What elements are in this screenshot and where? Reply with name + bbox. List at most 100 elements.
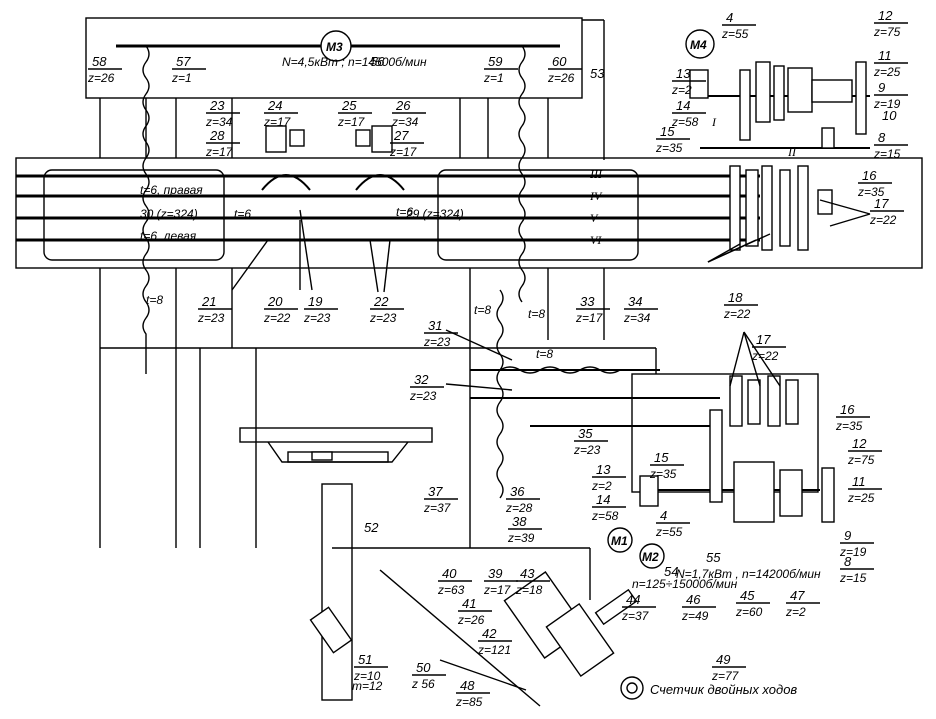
gear-label-top-17-number: 17 bbox=[874, 196, 889, 211]
gear-label-lower-12-number: 12 bbox=[852, 436, 867, 451]
counter-label: Счетчик двойных ходов bbox=[650, 682, 797, 697]
gear-label-bottom-44-number: 44 bbox=[626, 592, 640, 607]
gear-label-top-57-teeth: z=1 bbox=[171, 71, 192, 85]
gear-label-carriage-21-number: 21 bbox=[201, 294, 216, 309]
gear-label-top-15-number: 15 bbox=[660, 124, 675, 139]
gear-label-bottom-54-number: 54 bbox=[664, 564, 678, 579]
gear-label-bottom-40-teeth: z=63 bbox=[437, 583, 465, 597]
lead-screws bbox=[142, 45, 621, 499]
screw-left-label: t=6, левая bbox=[140, 229, 197, 243]
gear-label-lower-15-teeth: z=35 bbox=[649, 467, 677, 481]
gear-label-bottom-38-number: 38 bbox=[512, 514, 527, 529]
leader-lines bbox=[231, 199, 871, 691]
gear-label-bottom-40-number: 40 bbox=[442, 566, 457, 581]
gear-label-top-59-teeth: z=1 bbox=[483, 71, 504, 85]
gear-label-lower-52-number: 52 bbox=[364, 520, 379, 535]
gear-label-top-8-number: 8 bbox=[878, 130, 886, 145]
gear-label-bottom-44-teeth: z=37 bbox=[621, 609, 650, 623]
gear-label-top-9-number: 9 bbox=[878, 80, 885, 95]
gear-label-bottom-47-teeth: z=2 bbox=[785, 605, 806, 619]
gear-label-carriage-28-teeth: z=17 bbox=[205, 145, 234, 159]
gear-label-top-11-teeth: z=25 bbox=[873, 65, 901, 79]
counter-dial bbox=[620, 676, 644, 700]
gear-label-lower-4-number: 4 bbox=[660, 508, 667, 523]
gear-label-bottom-46-number: 46 bbox=[686, 592, 701, 607]
gear-label-lower-12-teeth: z=75 bbox=[847, 453, 875, 467]
gear-label-lower-4-teeth: z=55 bbox=[655, 525, 683, 539]
gear-label-lower-35-number: 35 bbox=[578, 426, 593, 441]
gear-label-carriage-25-teeth: z=17 bbox=[337, 115, 366, 129]
gear-label-carriage-27-number: 27 bbox=[393, 128, 409, 143]
pitch-t6-label: t=6 bbox=[234, 207, 251, 221]
gear-label-bottom-39-number: 39 bbox=[488, 566, 502, 581]
gear-label-top-14-teeth: z=58 bbox=[671, 115, 699, 129]
gear-label-carriage-28-number: 28 bbox=[209, 128, 225, 143]
gear-label-carriage-24-number: 24 bbox=[267, 98, 282, 113]
gear-label-lower-9-teeth: z=19 bbox=[839, 545, 867, 559]
motor-m1: M1 bbox=[607, 527, 633, 553]
gear-label-lower-8-teeth: z=15 bbox=[839, 571, 867, 585]
gear-label-carriage-27-teeth: z=17 bbox=[389, 145, 418, 159]
gear-label-bottom-45-number: 45 bbox=[740, 588, 755, 603]
gear-label-lower-36-teeth: z=28 bbox=[505, 501, 533, 515]
gear-label-top-10-number: 10 bbox=[882, 108, 897, 123]
gear-label-top-16-teeth: z=35 bbox=[857, 185, 885, 199]
gear-label-lower-16-teeth: z=35 bbox=[835, 419, 863, 433]
gear-label-bottom-48-teeth: z=85 bbox=[455, 695, 483, 709]
gear-label-lower-31-number: 31 bbox=[428, 318, 442, 333]
gear-label-bottom-42-number: 42 bbox=[482, 626, 497, 641]
shafts bbox=[16, 44, 870, 491]
gear-label-bottom-41-number: 41 bbox=[462, 596, 476, 611]
gear-label-bottom-45-teeth: z=60 bbox=[735, 605, 763, 619]
gear-label-bottom-50-number: 50 bbox=[416, 660, 431, 675]
gear-label-lower-37-number: 37 bbox=[428, 484, 443, 499]
gear-label-lower-33-number: 33 bbox=[580, 294, 595, 309]
gear-label-carriage-21-teeth: z=23 bbox=[197, 311, 225, 325]
gear-label-bottom-39-teeth: z=17 bbox=[483, 583, 512, 597]
gear-label-bottom-46-teeth: z=49 bbox=[681, 609, 709, 623]
motor-m3: M3 bbox=[320, 30, 352, 62]
pitch-t8-label: t=8 bbox=[474, 303, 491, 317]
gear-label-bottom-48-number: 48 bbox=[460, 678, 475, 693]
gear-label-bottom-51-teeth: z=10 bbox=[353, 669, 381, 683]
gear-label-lower-14-number: 14 bbox=[596, 492, 610, 507]
gear-label-lower-11-teeth: z=25 bbox=[847, 491, 875, 505]
m1-label: M1 bbox=[611, 534, 628, 548]
gear-label-top-57-number: 57 bbox=[176, 54, 191, 69]
gear-label-top-59-number: 59 bbox=[488, 54, 502, 69]
worm-30-label: 30 (z=324) bbox=[140, 207, 198, 221]
gear-label-top-58-number: 58 bbox=[92, 54, 107, 69]
gear-label-top-58-teeth: z=26 bbox=[87, 71, 115, 85]
gear-label-top-11-number: 11 bbox=[878, 48, 892, 63]
gear-label-top-17-teeth: z=22 bbox=[869, 213, 897, 227]
gear-label-top-13-number: 13 bbox=[676, 66, 691, 81]
gear-label-bottom-47-number: 47 bbox=[790, 588, 805, 603]
frame-lines bbox=[15, 17, 923, 707]
m1-speed: n=125÷15000б/мин bbox=[632, 577, 738, 591]
shaft-label-IV: IV bbox=[589, 189, 603, 203]
gear-label-carriage-24-teeth: z=17 bbox=[263, 115, 292, 129]
motor-m2: M2 bbox=[639, 543, 665, 569]
pitch-t8-label: t=8 bbox=[536, 347, 553, 361]
gear-label-top-60-number: 60 bbox=[552, 54, 567, 69]
gear-label-bottom-42-teeth: z=121 bbox=[477, 643, 511, 657]
shaft-label-II: II bbox=[787, 145, 797, 159]
gear-label-top-16-number: 16 bbox=[862, 168, 877, 183]
gear-label-bottom-50-teeth: z 56 bbox=[411, 677, 435, 691]
gear-label-lower-34-teeth: z=34 bbox=[623, 311, 651, 325]
gear-label-lower-55-number: 55 bbox=[706, 550, 721, 565]
pitch-t8-label: t=8 bbox=[528, 307, 545, 321]
gear-label-carriage-22-number: 22 bbox=[373, 294, 389, 309]
gear-label-carriage-23-teeth: z=34 bbox=[205, 115, 233, 129]
shaft-label-V: V bbox=[590, 211, 599, 225]
gear-label-top-53-number: 53 bbox=[590, 66, 605, 81]
gear-label-carriage-26-teeth: z=34 bbox=[391, 115, 419, 129]
gear-label-bottom-43-number: 43 bbox=[520, 566, 535, 581]
gear-blocks bbox=[261, 61, 867, 678]
worm-29-label: 29 (z=324) bbox=[405, 207, 464, 221]
gear-label-lower-35-teeth: z=23 bbox=[573, 443, 601, 457]
gear-label-carriage-22-teeth: z=23 bbox=[369, 311, 397, 325]
